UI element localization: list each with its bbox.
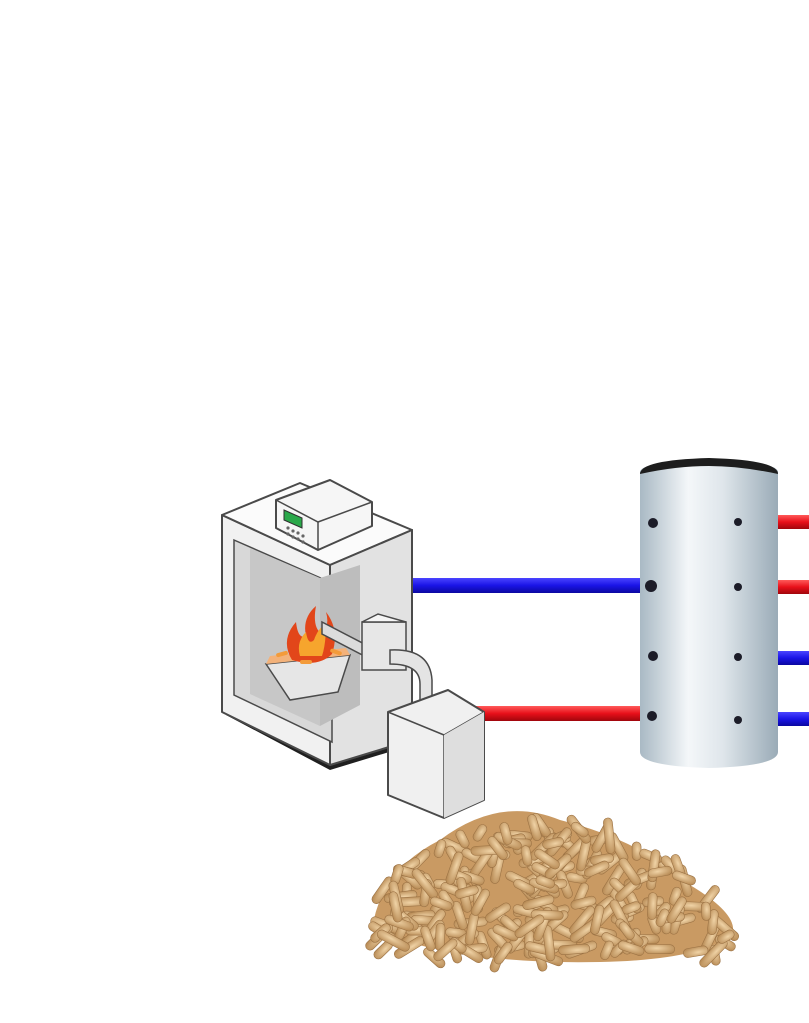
- wood-pellet: [570, 821, 589, 838]
- boiler-controller-icon: [275, 479, 373, 551]
- wood-pellet: [472, 824, 488, 842]
- wood-pellet: [470, 888, 490, 916]
- pipe-boiler-supply: [455, 706, 655, 721]
- wood-pellet: [717, 929, 735, 944]
- pipe-boiler-return: [410, 578, 654, 593]
- tank-port: [645, 518, 742, 724]
- pellet-feed-auger-icon: [321, 613, 433, 713]
- wood-pellet: [583, 860, 610, 878]
- wood-pellet: [514, 914, 545, 939]
- wood-pellet: [558, 943, 591, 956]
- wood-pellet: [647, 865, 673, 879]
- wood-pellet: [455, 829, 470, 849]
- wood-pellet: [600, 940, 614, 960]
- wood-pellet: [672, 870, 696, 886]
- wood-pellet: [487, 836, 508, 860]
- wood-pellet: [535, 875, 555, 889]
- wood-pellet: [522, 894, 555, 911]
- wood-pellet: [534, 848, 560, 870]
- wood-pellet: [493, 941, 513, 965]
- wood-pellet: [655, 908, 670, 927]
- wood-pellet: [420, 925, 436, 952]
- wood-pellet: [603, 817, 616, 854]
- wood-pellet: [527, 814, 542, 841]
- pellet-hopper-icon: [387, 689, 485, 819]
- wood-pellet: [618, 921, 635, 940]
- wood-pellet: [618, 857, 641, 886]
- wood-pellet: [433, 938, 458, 962]
- wood-pellet: [445, 851, 464, 885]
- flame-icon: [276, 606, 342, 664]
- wood-pellet: [513, 878, 535, 895]
- wood-pellet: [542, 837, 564, 850]
- wood-pellet: [454, 885, 479, 899]
- wood-pellet: [485, 902, 511, 923]
- wood-pellet: [644, 944, 675, 954]
- wood-pellet: [617, 940, 645, 956]
- wood-pellet: [388, 891, 403, 923]
- wood-pellet-pile-icon: [365, 811, 740, 973]
- wood-pellet: [376, 929, 410, 952]
- wood-pellet: [700, 901, 712, 921]
- buffer-tank-icon: [640, 458, 778, 768]
- wood-pellet: [433, 839, 447, 858]
- wood-pellet: [520, 845, 533, 866]
- pellet-boiler-icon: [221, 482, 413, 770]
- wood-pellet: [429, 896, 453, 911]
- wood-pellet: [570, 895, 597, 910]
- wood-pellet: [666, 896, 687, 924]
- controller-buttons: [286, 526, 305, 544]
- wood-pellet: [499, 822, 513, 845]
- controller-display: [283, 509, 303, 529]
- wood-pellet: [647, 892, 658, 920]
- wood-pellet: [589, 904, 605, 935]
- wood-pellet: [451, 901, 468, 931]
- wood-pellet: [631, 841, 642, 861]
- wood-pellet: [492, 924, 519, 942]
- wood-pellet: [683, 945, 709, 958]
- wood-pellet: [569, 905, 596, 935]
- flame-pellets: [276, 648, 342, 664]
